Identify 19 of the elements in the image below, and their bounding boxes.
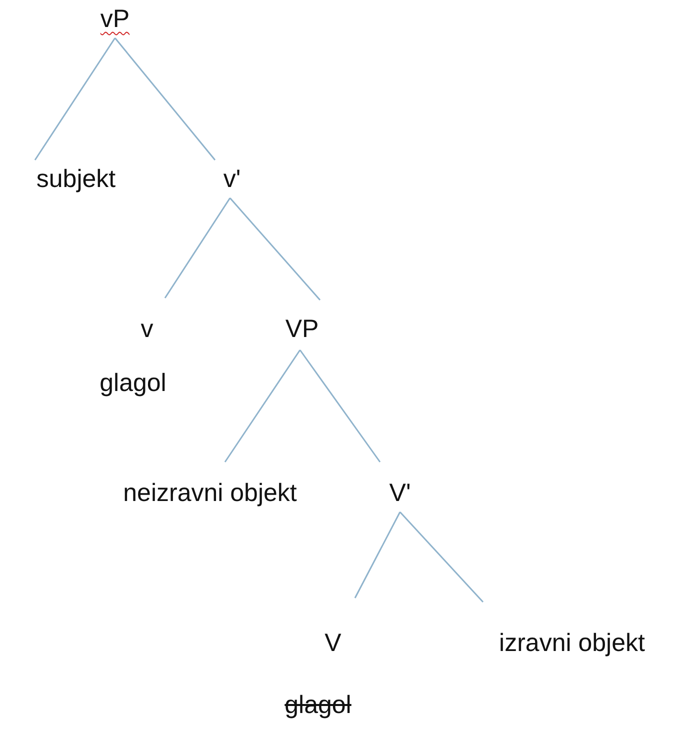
tree-node-label: v xyxy=(140,314,154,344)
tree-branch-line xyxy=(354,512,401,598)
tree-branch-line xyxy=(229,198,321,300)
tree-node-label: subjekt xyxy=(36,164,116,194)
tree-node-label: VP xyxy=(285,314,319,344)
tree-branch-line xyxy=(114,38,216,160)
tree-node-label: neizravni objekt xyxy=(123,478,297,508)
tree-branch-line xyxy=(299,350,381,462)
tree-node-label: vP xyxy=(100,4,130,34)
tree-node-label: V xyxy=(324,628,342,658)
gloss-text: glagol xyxy=(100,368,166,398)
tree-branch-line xyxy=(224,350,301,462)
tree-node-label: V' xyxy=(389,478,411,508)
tree-branch-line xyxy=(164,198,231,298)
tree-branch-line xyxy=(34,38,116,160)
tree-node-label: v' xyxy=(223,164,241,194)
tree-branch-line xyxy=(399,512,484,602)
tree-node-label: izravni objekt xyxy=(499,628,645,658)
gloss-text: glagol xyxy=(284,690,352,720)
